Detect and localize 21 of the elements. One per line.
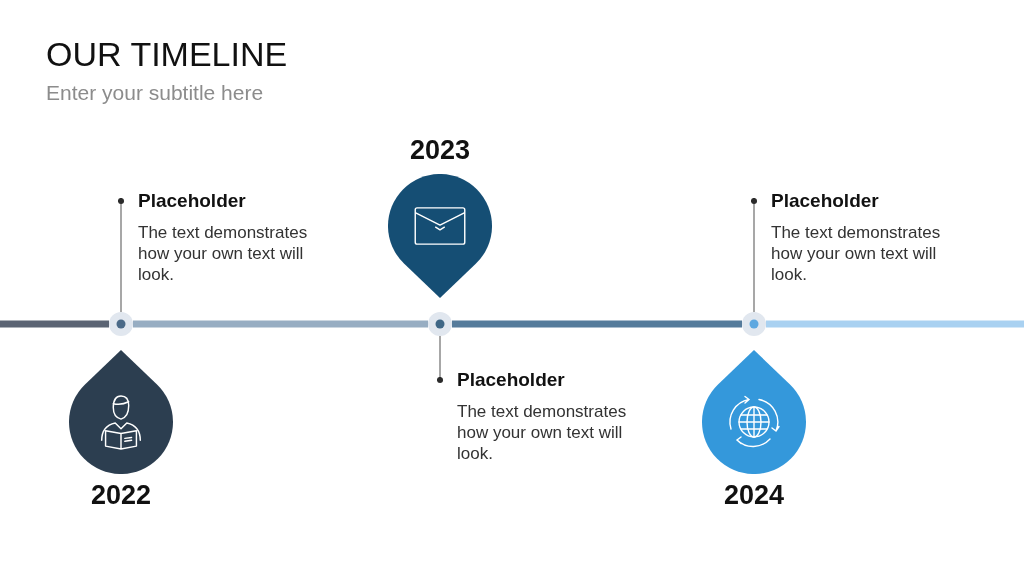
year-label: 2023 bbox=[408, 135, 472, 165]
slide-title: OUR TIMELINE bbox=[46, 34, 288, 74]
leader-line bbox=[117, 197, 125, 313]
body-text: The text demonstrates how your own text will look. bbox=[138, 222, 309, 285]
year-label: 2024 bbox=[722, 480, 786, 510]
year-label: 2022 bbox=[89, 480, 153, 510]
body-text: The text demonstrates how your own text will look. bbox=[457, 401, 628, 464]
timeline-segment bbox=[133, 320, 428, 328]
body-text: The text demonstrates how your own text will look. bbox=[771, 222, 942, 285]
heading: Placeholder bbox=[771, 190, 880, 212]
heading: Placeholder bbox=[138, 190, 247, 212]
timeline-segment bbox=[452, 320, 742, 328]
timeline-marker bbox=[742, 312, 766, 336]
timeline-marker bbox=[428, 312, 452, 336]
timeline-marker bbox=[109, 312, 133, 336]
subtitle: Enter your subtitle here bbox=[46, 80, 264, 106]
leader-line bbox=[436, 335, 444, 384]
timeline-segment bbox=[766, 320, 1024, 328]
leader-line bbox=[750, 197, 758, 313]
heading: Placeholder bbox=[457, 369, 566, 391]
timeline-segment bbox=[0, 320, 109, 328]
